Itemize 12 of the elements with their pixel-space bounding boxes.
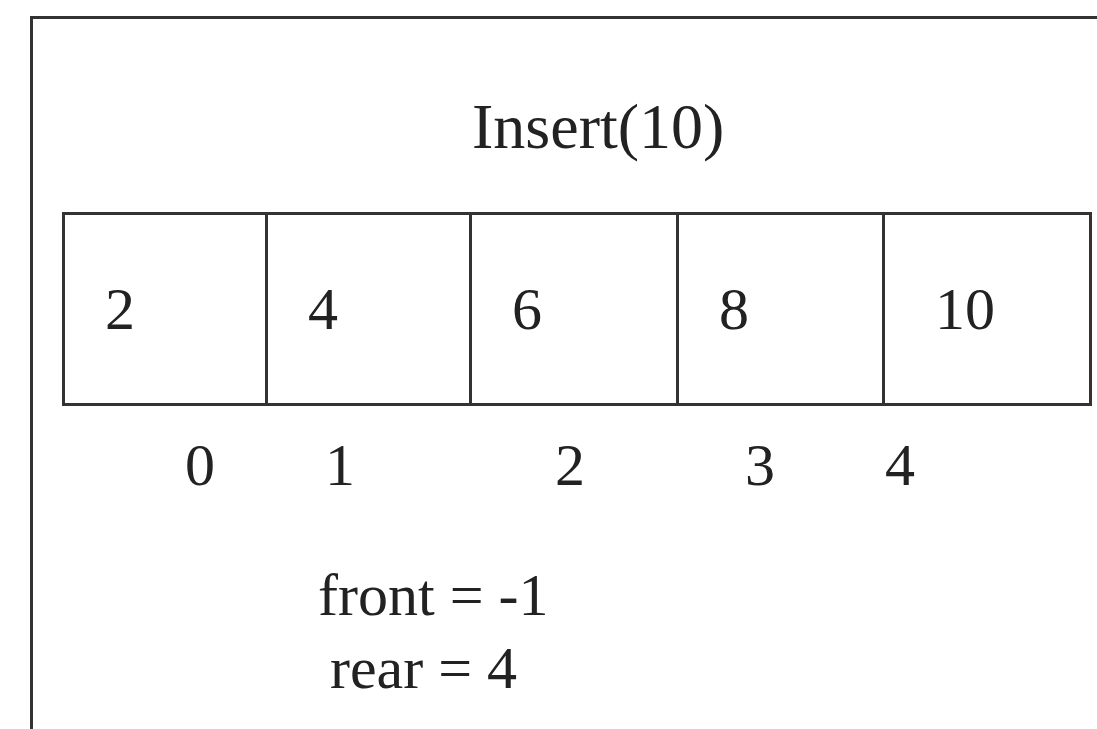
index-label: 3 — [745, 435, 775, 495]
rear-pointer-value: rear = 4 — [330, 638, 518, 698]
array-cell: 10 — [882, 212, 1092, 406]
index-label: 2 — [555, 435, 585, 495]
index-label: 1 — [325, 435, 355, 495]
array-cell: 6 — [469, 212, 679, 406]
array-cell: 2 — [62, 212, 268, 406]
index-label: 0 — [185, 435, 215, 495]
front-pointer-value: front = -1 — [318, 565, 549, 625]
array-cell: 4 — [265, 212, 472, 406]
array-cell: 8 — [676, 212, 885, 406]
index-label: 4 — [885, 435, 915, 495]
